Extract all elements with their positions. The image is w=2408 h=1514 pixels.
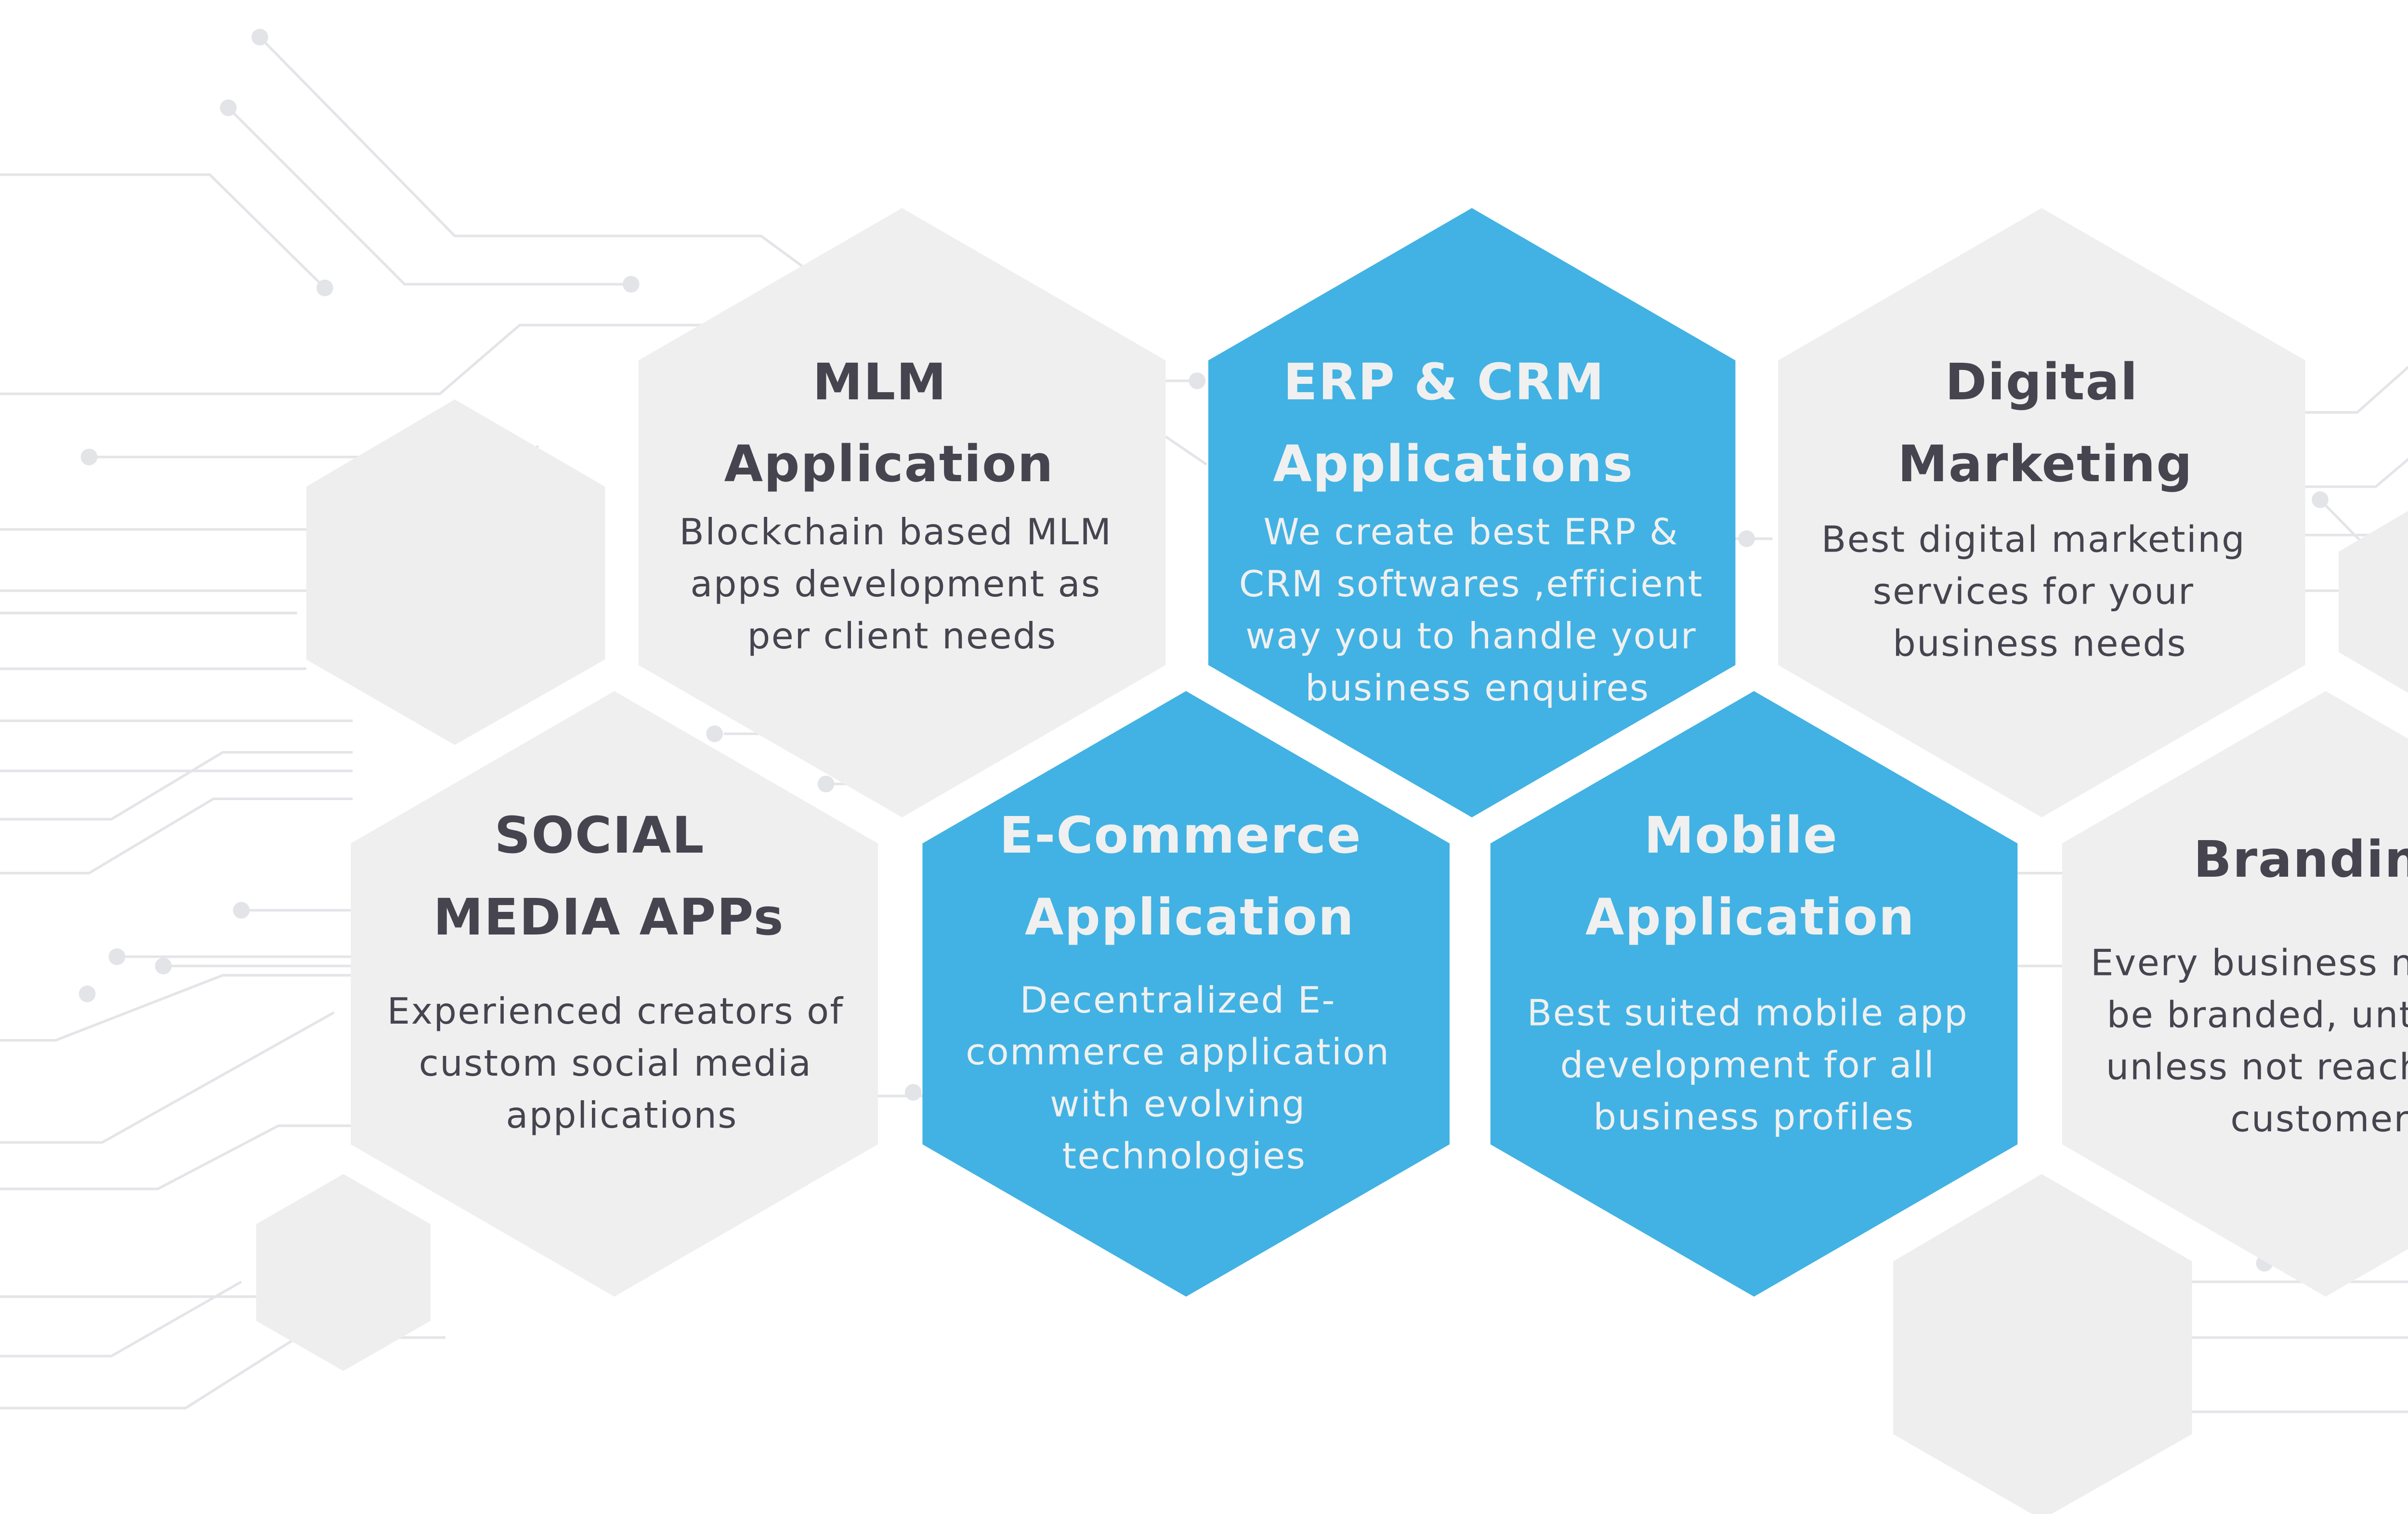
- deco-hex-bottom-left: [256, 1174, 431, 1371]
- hexagon-shape: [1778, 208, 2305, 817]
- hexagon-shape: [2062, 691, 2408, 1297]
- hexagon-shape: [1208, 208, 1736, 817]
- service-card-social-media[interactable]: SOCIAL MEDIA APPs Experienced creators o…: [351, 691, 878, 1297]
- service-title: E-Commerce Application: [999, 806, 1380, 947]
- service-card-branding[interactable]: Branding Every business need to be brand…: [2062, 691, 2408, 1297]
- service-card-digital-marketing[interactable]: Digital Marketing Best digital marketing…: [1778, 208, 2305, 817]
- deco-hex-right-small: [2338, 511, 2408, 693]
- service-description: We create best ERP & CRM softwares ,effi…: [1239, 511, 1716, 709]
- deco-hex-left: [306, 399, 605, 745]
- service-card-e-commerce[interactable]: E-Commerce Application Decentralized E- …: [922, 691, 1450, 1297]
- hexagon-shape: [638, 208, 1166, 817]
- service-title: Digital Marketing: [1898, 353, 2193, 493]
- hexagon-shape: [922, 691, 1450, 1297]
- service-description: Experienced creators of custom social me…: [387, 990, 857, 1136]
- service-card-mobile[interactable]: Mobile Application Best suited mobile ap…: [1490, 691, 2018, 1297]
- service-description: Every business need to be branded, until…: [2091, 942, 2408, 1140]
- service-title: ERP & CRM Applications: [1273, 353, 1634, 493]
- service-card-erp-crm[interactable]: ERP & CRM Applications We create best ER…: [1208, 208, 1736, 817]
- service-description: Best digital marketing services for your…: [1821, 518, 2259, 664]
- decorative-hexes: [256, 399, 2408, 1514]
- hexagon-shape: [351, 691, 878, 1297]
- service-title: MLM Application: [724, 353, 1054, 493]
- hexagon-shape: [1490, 691, 2018, 1297]
- service-card-mlm[interactable]: MLM Application Blockchain based MLM app…: [638, 208, 1166, 817]
- service-title: SOCIAL MEDIA APPs: [433, 806, 785, 947]
- service-title: Mobile Application: [1585, 806, 1915, 947]
- service-description: Blockchain based MLM apps development as…: [679, 511, 1125, 657]
- deco-hex-bottom-right: [1893, 1174, 2192, 1514]
- service-description: Decentralized E- commerce application wi…: [966, 979, 1402, 1177]
- service-title: Branding: [2193, 830, 2408, 889]
- service-description: Best suited mobile app development for a…: [1527, 992, 1981, 1138]
